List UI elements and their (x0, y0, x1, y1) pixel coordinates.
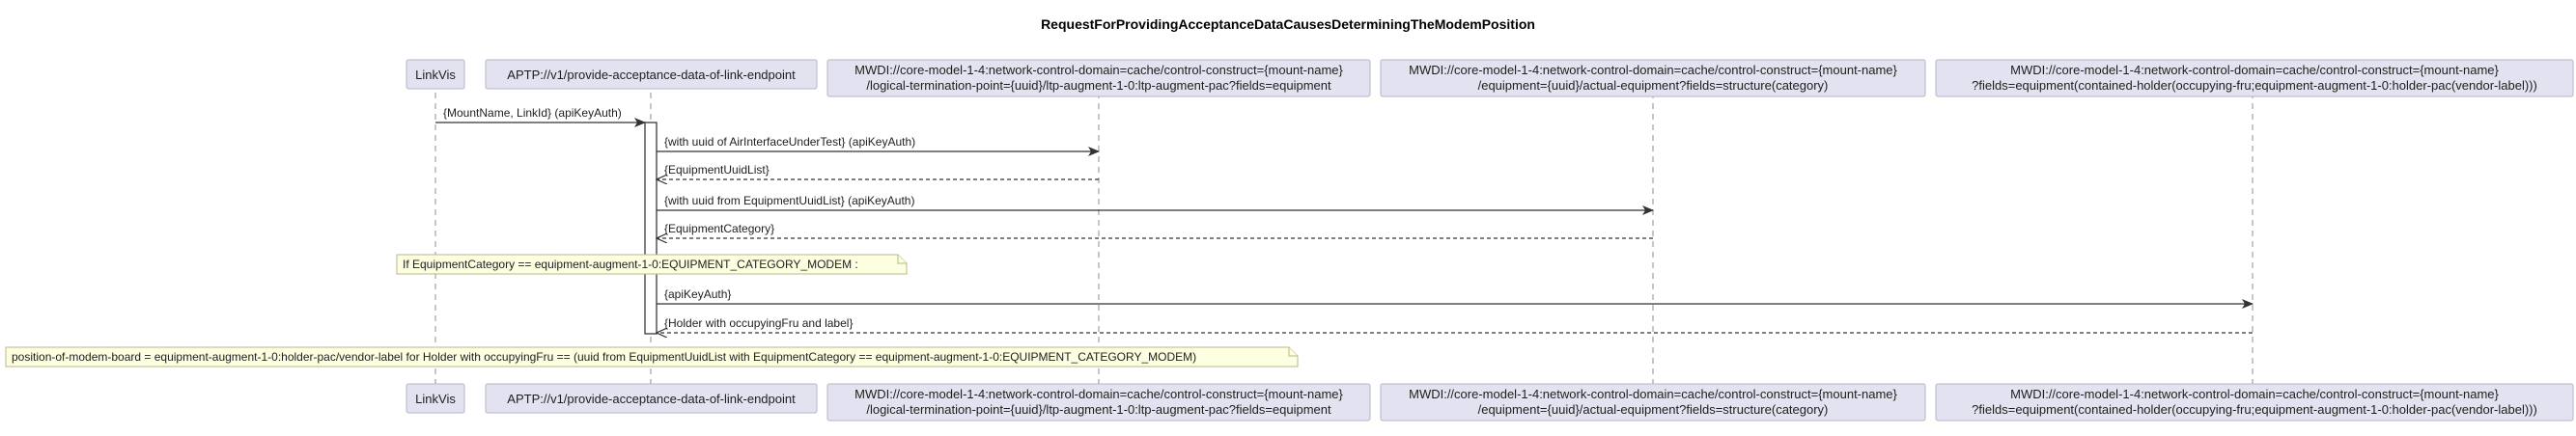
message-label-4: {with uuid from EquipmentUuidList} (apiK… (664, 194, 914, 207)
participant-label-mwdi-equip: MWDI://core-model-1-4:network-control-do… (1409, 63, 1897, 77)
activation-bar-aptp (644, 122, 658, 335)
participant-label-mwdi-cc: MWDI://core-model-1-4:network-control-do… (2010, 387, 2499, 401)
participant-mwdi-cc-top[interactable]: MWDI://core-model-1-4:network-control-do… (1935, 59, 2574, 97)
participant-label-mwdi-ltp: /logical-termination-point={uuid}/ltp-au… (866, 402, 1331, 417)
diagram-title: RequestForProvidingAcceptanceDataCausesD… (1041, 16, 1535, 32)
note-modem-position: position-of-modem-board = equipment-augm… (5, 346, 1299, 368)
participant-label-mwdi-ltp: MWDI://core-model-1-4:network-control-do… (854, 387, 1343, 401)
message-label-2: {with uuid of AirInterfaceUnderTest} (ap… (664, 135, 915, 149)
participant-aptp-bottom[interactable]: APTP://v1/provide-acceptance-data-of-lin… (485, 383, 818, 414)
note-modem-condition-text: If EquipmentCategory == equipment-augmen… (403, 258, 858, 271)
participant-label-mwdi-cc: ?fields=equipment(contained-holder(occup… (1972, 402, 2537, 417)
participant-label-mwdi-cc: ?fields=equipment(contained-holder(occup… (1972, 78, 2537, 93)
participant-label-mwdi-cc: MWDI://core-model-1-4:network-control-do… (2010, 63, 2499, 77)
message-label-1: {MountName, LinkId} (apiKeyAuth) (443, 106, 622, 120)
message-label-6: {apiKeyAuth} (664, 287, 731, 301)
participant-mwdi-ltp-bottom[interactable]: MWDI://core-model-1-4:network-control-do… (826, 383, 1371, 422)
participant-mwdi-cc-bottom[interactable]: MWDI://core-model-1-4:network-control-do… (1935, 383, 2574, 422)
participant-aptp-top[interactable]: APTP://v1/provide-acceptance-data-of-lin… (485, 59, 818, 90)
participant-label-mwdi-equip: /equipment={uuid}/actual-equipment?field… (1478, 78, 1829, 93)
participant-label-mwdi-equip: /equipment={uuid}/actual-equipment?field… (1478, 402, 1829, 417)
participant-label-aptp: APTP://v1/provide-acceptance-data-of-lin… (507, 68, 796, 82)
participant-label-linkvis: LinkVis (415, 392, 456, 406)
participant-label-mwdi-ltp: MWDI://core-model-1-4:network-control-do… (854, 63, 1343, 77)
note-modem-condition: If EquipmentCategory == equipment-augmen… (396, 254, 908, 275)
participant-mwdi-equip-bottom[interactable]: MWDI://core-model-1-4:network-control-do… (1380, 383, 1926, 422)
participant-mwdi-ltp-top[interactable]: MWDI://core-model-1-4:network-control-do… (826, 59, 1371, 97)
participant-linkvis-bottom[interactable]: LinkVis (406, 383, 465, 414)
participant-linkvis-top[interactable]: LinkVis (406, 59, 465, 90)
message-label-5: {EquipmentCategory} (664, 222, 774, 235)
note-modem-position-text: position-of-modem-board = equipment-augm… (12, 350, 1196, 364)
participant-label-linkvis: LinkVis (415, 68, 456, 82)
message-label-3: {EquipmentUuidList} (664, 163, 770, 177)
participant-label-mwdi-equip: MWDI://core-model-1-4:network-control-do… (1409, 387, 1897, 401)
participant-mwdi-equip-top[interactable]: MWDI://core-model-1-4:network-control-do… (1380, 59, 1926, 97)
participant-label-aptp: APTP://v1/provide-acceptance-data-of-lin… (507, 392, 796, 406)
participant-label-mwdi-ltp: /logical-termination-point={uuid}/ltp-au… (866, 78, 1331, 93)
message-label-7: {Holder with occupyingFru and label} (664, 316, 853, 330)
